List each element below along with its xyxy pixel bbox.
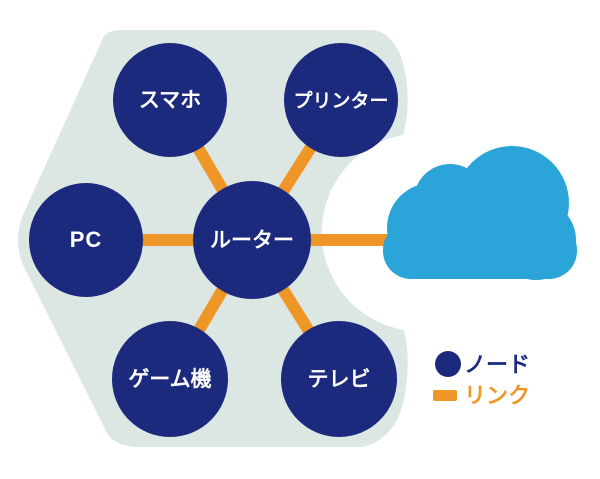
node-game-console-label: ゲーム機 <box>128 367 211 391</box>
node-printer-label: プリンター <box>293 89 388 112</box>
legend-node-label: ノード <box>464 352 530 377</box>
node-pc <box>29 183 143 297</box>
node-pc-label: PC <box>70 227 103 252</box>
legend-link-label: リンク <box>464 383 530 408</box>
node-tv <box>281 321 397 437</box>
legend-node-swatch-icon <box>435 351 461 377</box>
cloud-base <box>383 222 577 279</box>
legend-link-swatch-icon <box>433 390 457 401</box>
node-smartphone <box>113 43 227 157</box>
node-router <box>193 181 311 299</box>
internet-cloud-icon <box>383 146 577 280</box>
node-group: スマホ プリンター PC ルーター ゲーム機 テレビ <box>29 43 398 437</box>
legend: ノード リンク <box>433 351 530 408</box>
node-printer <box>284 43 398 157</box>
node-router-label: ルーター <box>210 229 294 252</box>
node-tv-label: テレビ <box>308 368 371 391</box>
node-game-console <box>112 321 228 437</box>
node-smartphone-label: スマホ <box>139 89 201 112</box>
